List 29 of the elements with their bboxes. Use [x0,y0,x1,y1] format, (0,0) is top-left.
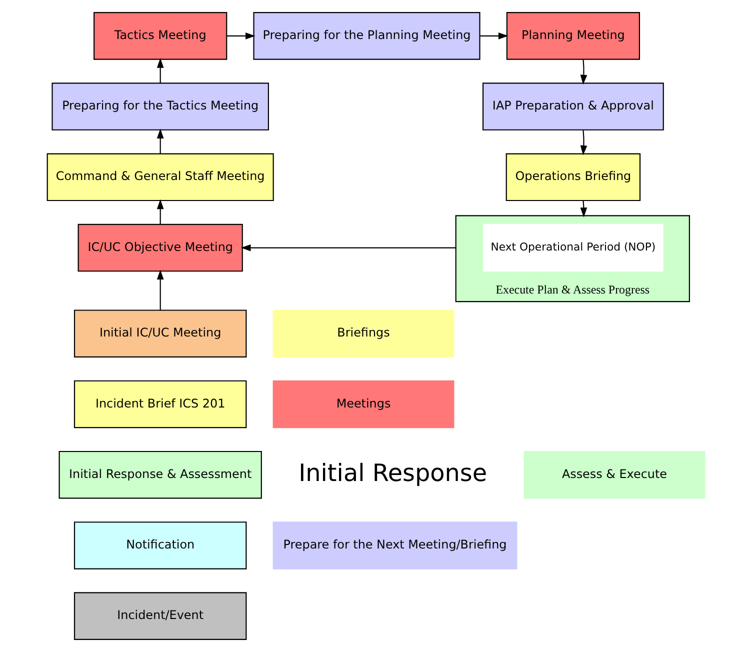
arrow [240,244,456,252]
node-box: IAP Preparation & Approval [482,82,664,130]
label: Initial Response [298,458,487,487]
node-box: Command & General Staff Meeting [46,153,274,202]
node-box: Operations Briefing [505,153,640,202]
arrow [580,130,587,156]
arrow [156,270,164,310]
node-box: Incident Brief ICS 201 [73,380,246,428]
node-box: Next Operational Period (NOP) [482,224,663,272]
node-box: Initial IC/UC Meeting [73,310,246,358]
legend-label: Meetings [336,396,390,410]
node-box: Tactics Meeting [93,12,227,60]
node-box: IC/UC Objective Meeting [77,224,242,272]
arrow [580,200,587,218]
legend-label: Prepare for the Next Meeting/Briefing [282,538,506,552]
node-box: Preparing for the Tactics Meeting [51,82,268,130]
legend-label: Assess & Execute [561,466,666,481]
node-box: Planning Meeting [506,12,640,60]
arrow [226,32,255,40]
arrow [156,128,164,154]
node-box: Notification [73,522,246,570]
arrow [156,199,164,224]
node-box: Preparing for the Planning Meeting [252,12,480,60]
arrow [480,32,508,40]
arrow [156,58,164,84]
node-box: Initial Response & Assessment [58,450,262,499]
node-box: Incident/Event [73,592,246,640]
legend-label: Briefings [336,326,390,340]
arrow [580,60,587,85]
